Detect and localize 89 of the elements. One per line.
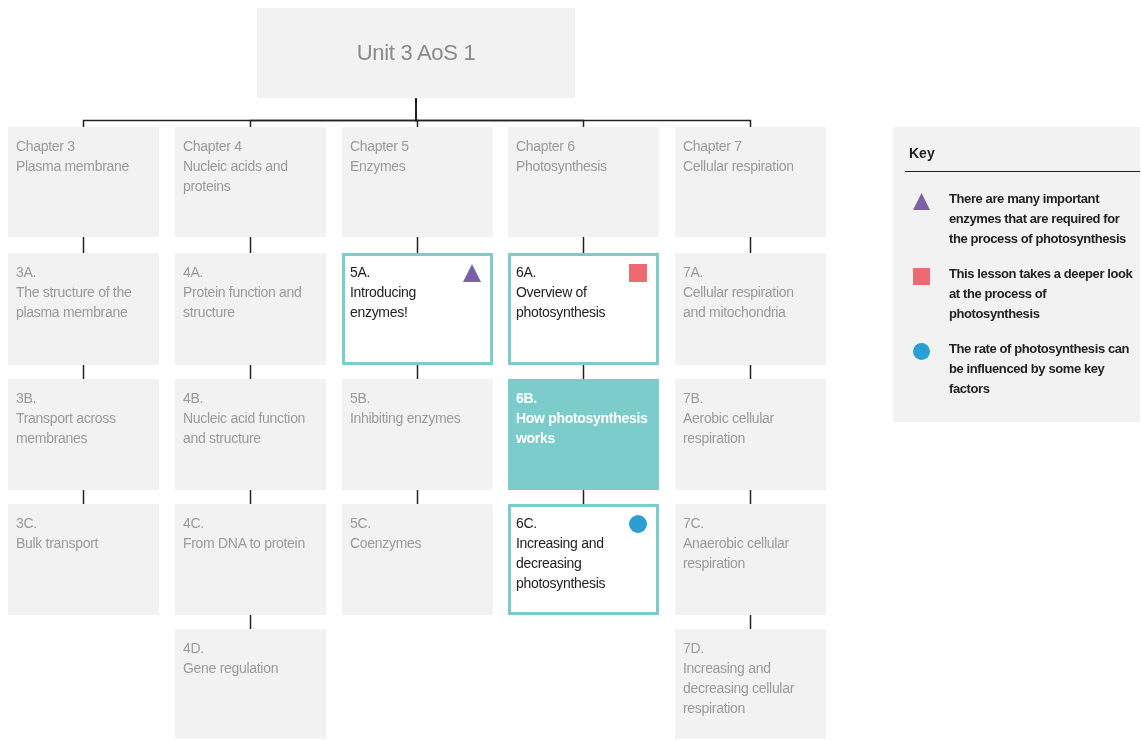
chapter-box: [508, 127, 659, 237]
unit-title: Unit 3 AoS 1: [356, 43, 476, 63]
lesson-title: Increasing and decreasing cellular respiration: [683, 659, 796, 718]
lesson-code: 4A.: [183, 263, 205, 282]
lesson-code: 7D.: [683, 639, 705, 658]
lesson-box: [508, 504, 659, 615]
lesson-code: 5C.: [350, 514, 372, 533]
lesson-code: 4D.: [183, 639, 205, 658]
unit-box: [257, 8, 575, 98]
lesson-box: [175, 379, 326, 490]
lesson-box: [175, 504, 326, 615]
lesson-title: Overview of photosynthesis: [516, 283, 607, 322]
chapter-title: Photosynthesis: [516, 157, 608, 176]
lesson-box: [508, 379, 659, 490]
lesson-title: Aerobic cellular respiration: [683, 409, 775, 448]
connector-line: [416, 364, 419, 380]
key-heading: Key: [909, 145, 935, 161]
connector-line: [82, 364, 85, 380]
lesson-box: [8, 379, 159, 490]
connector-line: [82, 489, 85, 505]
chapter-title: Enzymes: [350, 157, 407, 176]
lesson-box: [8, 253, 159, 365]
chapter-title: Plasma membrane: [16, 157, 130, 176]
connector-line: [249, 489, 252, 505]
lesson-box: [342, 504, 493, 615]
lesson-code: 6C.: [516, 514, 538, 533]
connector-line: [749, 614, 752, 630]
lesson-code: 5A.: [350, 263, 372, 282]
chapter-box: [342, 127, 493, 237]
lesson-title: Gene regulation: [183, 659, 280, 678]
connector-line: [749, 364, 752, 380]
chapter-number: Chapter 3: [16, 137, 76, 156]
chapter-number: Chapter 4: [183, 137, 243, 156]
connector-line: [582, 489, 585, 505]
connector-line: [749, 236, 752, 254]
lesson-code: 4B.: [183, 389, 205, 408]
connector-line: [582, 364, 585, 380]
connector-line: [249, 236, 252, 254]
lesson-code: 7C.: [683, 514, 705, 533]
lesson-box: [175, 629, 326, 739]
lesson-title: Coenzymes: [350, 534, 423, 553]
lesson-title: Bulk transport: [16, 534, 100, 553]
key-text: There are many important enzymes that are required for the process of photosynthesis: [949, 190, 1127, 248]
connector-line: [82, 236, 85, 254]
lesson-title: Transport across membranes: [16, 409, 117, 448]
lesson-code: 3C.: [16, 514, 38, 533]
lesson-title: Increasing and decreasing photosynthesis: [516, 534, 607, 593]
lesson-box: [175, 253, 326, 365]
chapter-box: [675, 127, 826, 237]
lesson-title: Nucleic acid function and structure: [183, 409, 307, 448]
lesson-code: 6A.: [516, 263, 538, 282]
connector-line: [749, 489, 752, 505]
lesson-code: 3B.: [16, 389, 38, 408]
connector-line: [416, 236, 419, 254]
lesson-box: [675, 253, 826, 365]
lesson-box: [675, 379, 826, 490]
lesson-box: [8, 504, 159, 615]
key-text: The rate of photosynthesis can be influenced by some key factors: [949, 340, 1131, 398]
chapter-title: Nucleic acids and proteins: [183, 157, 289, 196]
lesson-code: 6B.: [516, 389, 538, 408]
lesson-title: The structure of the plasma membrane: [16, 283, 133, 322]
lesson-box: [342, 379, 493, 490]
connector-line: [249, 614, 252, 630]
lesson-title: Anaerobic cellular respiration: [683, 534, 790, 573]
lesson-code: 3A.: [16, 263, 38, 282]
connector-line: [249, 364, 252, 380]
lesson-box: [675, 504, 826, 615]
chapter-box: [175, 127, 326, 237]
lesson-box: [342, 253, 493, 365]
lesson-title: From DNA to protein: [183, 534, 306, 553]
lesson-code: 7B.: [683, 389, 705, 408]
chapter-number: Chapter 6: [516, 137, 576, 156]
lesson-code: 5B.: [350, 389, 372, 408]
lesson-title: Inhibiting enzymes: [350, 409, 462, 428]
lesson-code: 7A.: [683, 263, 705, 282]
lesson-box: [675, 629, 826, 739]
lesson-title: Cellular respiration and mitochondria: [683, 283, 795, 322]
chapter-number: Chapter 7: [683, 137, 743, 156]
connector-line: [582, 236, 585, 254]
lesson-title: Introducing enzymes!: [350, 283, 417, 322]
connector-line: [416, 489, 419, 505]
key-text: This lesson takes a deeper look at the process of photosynthesis: [949, 265, 1134, 323]
chapter-title: Cellular respiration: [683, 157, 795, 176]
lesson-title: How photosynthesis works: [516, 409, 649, 448]
lesson-code: 4C.: [183, 514, 205, 533]
chapter-box: [8, 127, 159, 237]
lesson-title: Protein function and structure: [183, 283, 303, 322]
chapter-number: Chapter 5: [350, 137, 410, 156]
lesson-box: [508, 253, 659, 365]
